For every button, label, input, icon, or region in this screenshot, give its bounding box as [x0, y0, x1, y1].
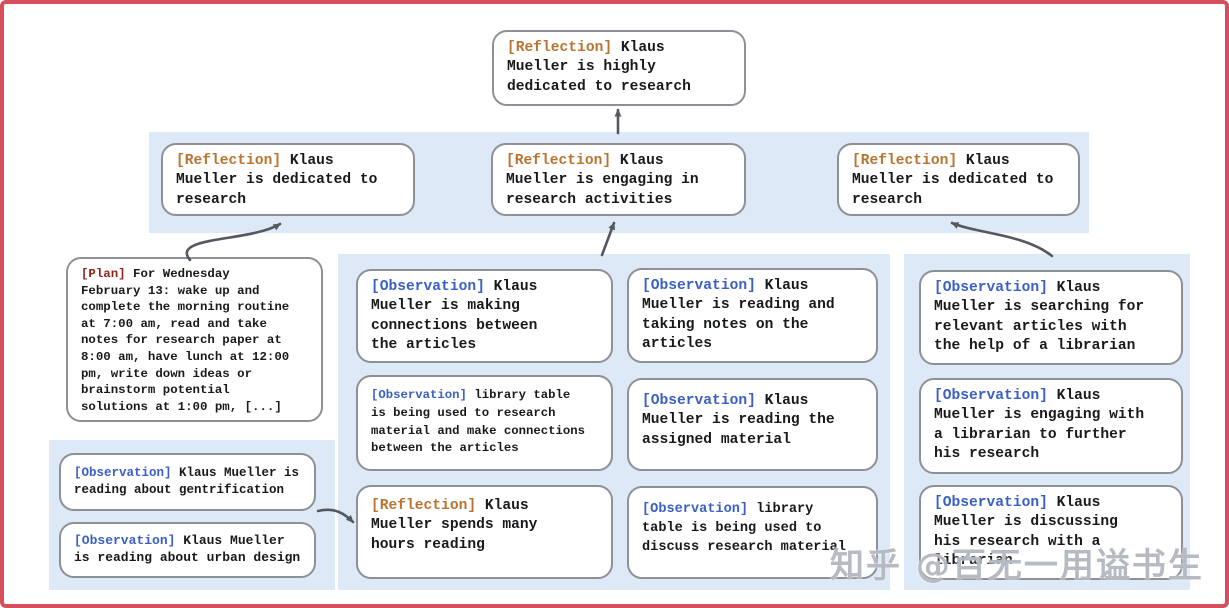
- reflection-tag: [Reflection]: [506, 153, 612, 169]
- reflection-tag: [Reflection]: [507, 40, 613, 56]
- node-observation-gentrification: [Observation] Klaus Mueller is reading a…: [59, 453, 316, 511]
- node-text: Klaus Mueller is engaging in research ac…: [506, 153, 699, 208]
- node-text: Klaus Mueller is reading about urban des…: [74, 533, 301, 566]
- node-text: Klaus Mueller is reading about gentrific…: [74, 466, 300, 497]
- node-text: Klaus Mueller is reading and taking note…: [642, 278, 835, 353]
- observation-tag: [Observation]: [642, 502, 749, 517]
- node-text: Klaus Mueller is highly dedicated to res…: [507, 40, 691, 95]
- node-text: Klaus Mueller is dedicated to research: [852, 153, 1054, 208]
- node-reflection-root: [Reflection] Klaus Mueller is highly ded…: [492, 30, 746, 106]
- reflection-tag: [Reflection]: [176, 153, 282, 169]
- node-observation-searching-articles: [Observation] Klaus Mueller is searching…: [919, 270, 1183, 365]
- observation-tag: [Observation]: [642, 393, 756, 409]
- node-observation-connections: [Observation] Klaus Mueller is making co…: [356, 269, 613, 363]
- node-text: Klaus Mueller is discussing his research…: [934, 495, 1118, 570]
- node-text: Klaus Mueller spends many hours reading: [371, 498, 538, 553]
- node-text: library table is being used to research …: [371, 388, 586, 456]
- node-reflection-right: [Reflection] Klaus Mueller is dedicated …: [837, 143, 1080, 216]
- node-reflection-hours-reading: [Reflection] Klaus Mueller spends many h…: [356, 485, 613, 579]
- observation-tag: [Observation]: [74, 533, 176, 548]
- node-text: Klaus Mueller is dedicated to research: [176, 153, 378, 208]
- node-observation-assigned-material: [Observation] Klaus Mueller is reading t…: [627, 378, 878, 471]
- reflection-tag: [Reflection]: [852, 153, 958, 169]
- node-reflection-middle: [Reflection] Klaus Mueller is engaging i…: [491, 143, 746, 216]
- node-text: Klaus Mueller is making connections betw…: [371, 279, 538, 354]
- observation-tag: [Observation]: [642, 278, 756, 294]
- node-text: library table is being used to discuss r…: [642, 502, 846, 556]
- node-observation-library-research: [Observation] library table is being use…: [356, 375, 613, 471]
- observation-tag: [Observation]: [934, 495, 1048, 511]
- watermark: 知乎 @百无一用谥书生: [830, 546, 1204, 586]
- observation-tag: [Observation]: [74, 466, 172, 480]
- node-plan: [Plan] For Wednesday February 13: wake u…: [66, 257, 323, 422]
- node-observation-urban-design: [Observation] Klaus Mueller is reading a…: [59, 522, 316, 578]
- reflection-tag: [Reflection]: [371, 498, 477, 514]
- observation-tag: [Observation]: [371, 279, 485, 295]
- node-observation-library-discuss: [Observation] library table is being use…: [627, 486, 878, 579]
- node-text: Klaus Mueller is searching for relevant …: [934, 280, 1145, 355]
- plan-tag: [Plan]: [81, 267, 126, 281]
- node-observation-taking-notes: [Observation] Klaus Mueller is reading a…: [627, 268, 878, 363]
- node-observation-discussing-librarian: [Observation] Klaus Mueller is discussin…: [919, 485, 1183, 580]
- observation-tag: [Observation]: [934, 280, 1048, 296]
- observation-tag: [Observation]: [371, 388, 467, 402]
- node-observation-engaging-librarian: [Observation] Klaus Mueller is engaging …: [919, 378, 1183, 474]
- node-text: Klaus Mueller is engaging with a librari…: [934, 388, 1145, 463]
- node-text: For Wednesday February 13: wake up and c…: [81, 267, 290, 414]
- node-text: Klaus Mueller is reading the assigned ma…: [642, 393, 835, 448]
- observation-tag: [Observation]: [934, 388, 1048, 404]
- node-reflection-left: [Reflection] Klaus Mueller is dedicated …: [161, 143, 415, 216]
